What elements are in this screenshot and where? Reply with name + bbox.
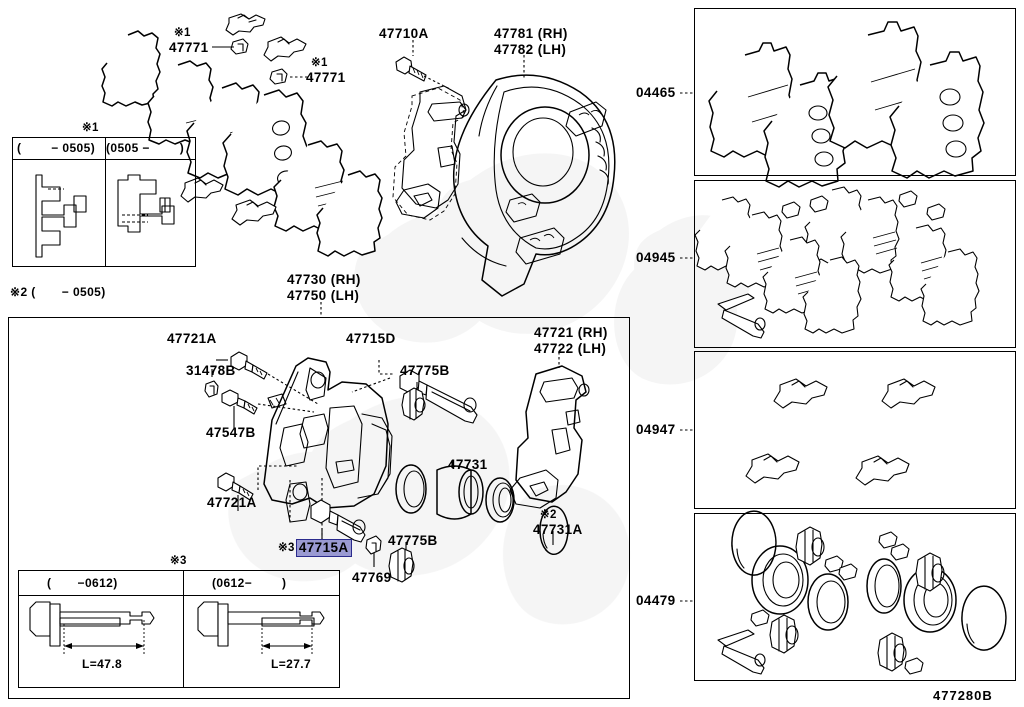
main-caliper-panel xyxy=(8,317,630,699)
label-47722-lh: 47722 (LH) xyxy=(534,341,607,356)
kit-panel-04947 xyxy=(694,351,1016,509)
pin-table-col1-header: ( −0612) xyxy=(47,576,118,590)
label-04947: 04947 xyxy=(636,422,676,437)
kit-panel-04945 xyxy=(694,180,1016,348)
label-04479: 04479 xyxy=(636,593,676,608)
bolt-47710a xyxy=(395,56,427,82)
label-47721a-top: 47721A xyxy=(167,331,217,346)
label-47715d: 47715D xyxy=(346,331,396,346)
label-47769: 47769 xyxy=(352,570,392,585)
clip-variant-table xyxy=(12,137,196,267)
label-pad-clip-note-2: ※1 xyxy=(311,57,328,69)
label-47721-rh: 47721 (RH) xyxy=(534,325,608,340)
clip-table-below-note: ※2 ( − 0505) xyxy=(10,285,106,299)
label-47775b-bottom: 47775B xyxy=(388,533,438,548)
shim-plate-2 xyxy=(147,60,217,145)
pin-variant-table xyxy=(18,570,340,688)
label-47775b-top: 47775B xyxy=(400,363,450,378)
footer-diagram-code: 477280B xyxy=(933,688,993,703)
label-47731a-note: ※2 xyxy=(540,509,557,521)
anti-rattle-clip-b xyxy=(263,36,307,62)
label-47715a[interactable]: 47715A xyxy=(295,539,352,557)
label-47782-lh: 47782 (LH) xyxy=(494,42,567,57)
steering-knuckle-dust-cover xyxy=(452,74,616,297)
pin-table-note: ※3 xyxy=(170,555,187,567)
label-47731: 47731 xyxy=(448,457,488,472)
brake-pad-grooves-right xyxy=(273,140,347,232)
clip-table-note: ※1 xyxy=(82,122,99,134)
kit-panel-04479 xyxy=(694,513,1016,681)
label-31478b: 31478B xyxy=(186,363,236,378)
label-47547b: 47547B xyxy=(206,425,256,440)
label-47750-lh: 47750 (LH) xyxy=(287,288,360,303)
label-pad-clip-note-1: ※1 xyxy=(174,27,191,39)
label-47710a: 47710A xyxy=(379,26,429,41)
label-47721a-bottom: 47721A xyxy=(207,495,257,510)
shim-plate-far-right xyxy=(316,170,383,257)
pin-table-col2-dim: L=27.7 xyxy=(271,657,312,671)
brake-pad-main xyxy=(186,82,266,179)
label-47730-rh: 47730 (RH) xyxy=(287,272,361,287)
pin-table-col2-header: (0612− ) xyxy=(212,576,287,590)
brake-pad-holes-left xyxy=(222,89,308,196)
label-04465: 04465 xyxy=(636,85,676,100)
label-47781-rh: 47781 (RH) xyxy=(494,26,568,41)
anti-rattle-clip-a xyxy=(225,13,266,36)
clip-47771-a xyxy=(230,38,249,55)
anti-rattle-clip-d xyxy=(231,199,277,226)
label-47715a-note: ※3 xyxy=(278,541,295,554)
leader-bolt-to-bracket xyxy=(423,75,451,90)
clip-table-col2-header: (0505 − ) xyxy=(106,141,185,155)
selected-part-47715a[interactable]: ※3 47715A xyxy=(278,539,352,557)
caliper-mount-bracket-ghost xyxy=(392,85,470,221)
label-04945: 04945 xyxy=(636,250,676,265)
pin-table-col1-dim: L=47.8 xyxy=(82,657,123,671)
clip-47771-b xyxy=(269,68,288,85)
shim-plate-far-left xyxy=(101,30,161,107)
label-pad-clip-2: 47771 xyxy=(306,70,346,85)
label-47731a: 47731A xyxy=(533,522,583,537)
clip-table-col1-header: ( − 0505) xyxy=(17,141,96,155)
kit-panel-04465 xyxy=(694,8,1016,176)
label-pad-clip-1: 47771 xyxy=(169,40,209,55)
